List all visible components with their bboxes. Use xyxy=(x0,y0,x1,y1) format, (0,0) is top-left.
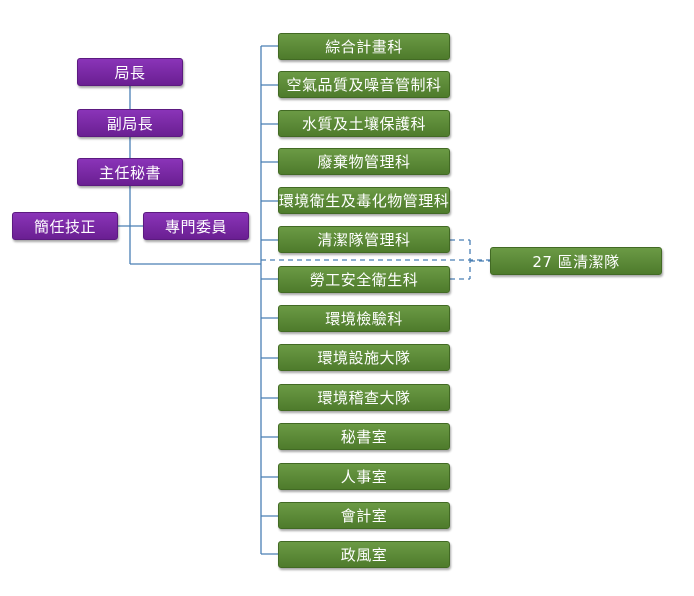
commissioner-box: 專門委員 xyxy=(143,212,249,240)
unit-box: 環境檢驗科 xyxy=(278,305,450,332)
chief-secretary-box: 主任秘書 xyxy=(77,158,183,186)
unit-box: 政風室 xyxy=(278,541,450,568)
deputy-director-box: 副局長 xyxy=(77,109,183,137)
unit-box: 水質及土壤保護科 xyxy=(278,110,450,137)
unit-box: 人事室 xyxy=(278,463,450,490)
unit-box: 勞工安全衛生科 xyxy=(278,266,450,293)
unit-box: 空氣品質及噪音管制科 xyxy=(278,71,450,98)
unit-box: 廢棄物管理科 xyxy=(278,148,450,175)
sub-unit-box: 27 區清潔隊 xyxy=(490,247,662,275)
senior-technical-box: 簡任技正 xyxy=(12,212,118,240)
unit-box: 環境衛生及毒化物管理科 xyxy=(278,187,450,214)
unit-box: 清潔隊管理科 xyxy=(278,226,450,253)
director-box: 局長 xyxy=(77,58,183,86)
unit-box: 秘書室 xyxy=(278,423,450,450)
unit-box: 綜合計畫科 xyxy=(278,33,450,60)
unit-box: 會計室 xyxy=(278,502,450,529)
unit-box: 環境設施大隊 xyxy=(278,344,450,371)
unit-box: 環境稽查大隊 xyxy=(278,384,450,411)
